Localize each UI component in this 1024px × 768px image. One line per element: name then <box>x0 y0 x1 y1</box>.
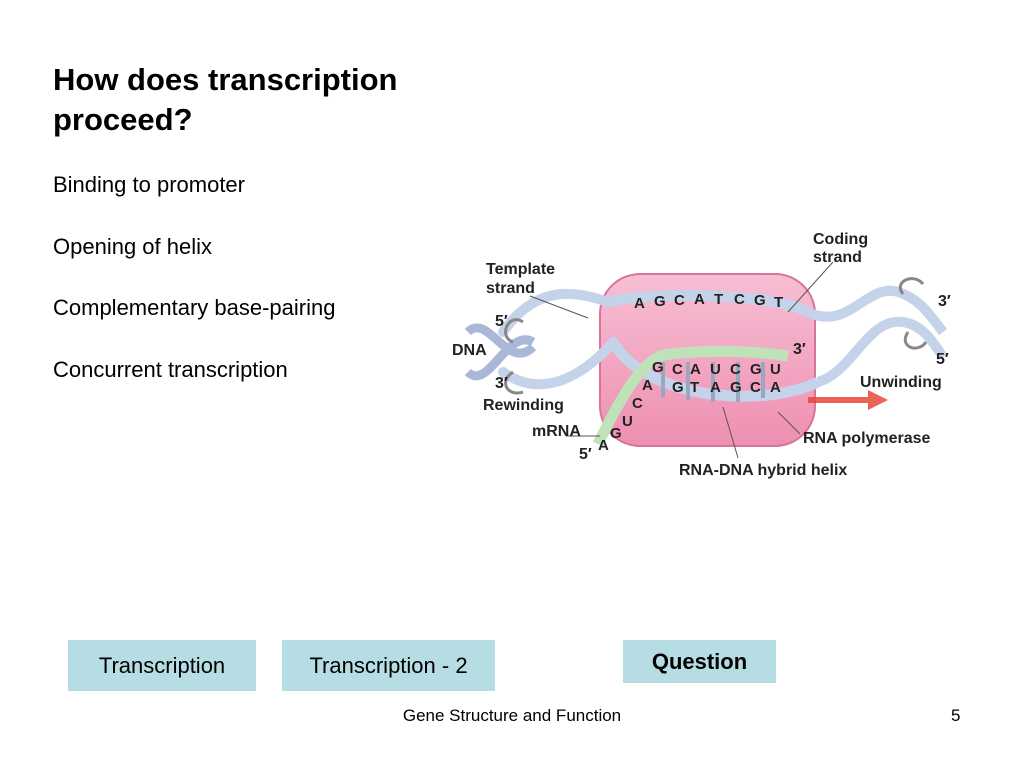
bullet-item: Opening of helix <box>53 233 212 259</box>
coding-base: C <box>674 292 685 309</box>
bullet-list: Binding to promoter Opening of helix Com… <box>53 170 335 416</box>
unwind-arrow-icon <box>899 277 928 350</box>
transcription-button[interactable]: Transcription <box>68 640 256 691</box>
rna-exit-base: U <box>622 413 633 430</box>
rewind-arrow-icon <box>504 318 524 395</box>
template-strand-label: Template <box>486 261 555 278</box>
dna-strand-left-bottom <box>498 337 618 390</box>
footer-title: Gene Structure and Function <box>402 706 622 725</box>
coding-strand-label: Coding <box>813 231 868 248</box>
template-strand-label: strand <box>486 280 535 297</box>
five-prime-label-mrna: 5′ <box>579 446 592 463</box>
question-button[interactable]: Question <box>623 640 776 683</box>
rewinding-label: Rewinding <box>483 397 564 414</box>
coding-base: A <box>694 291 705 308</box>
rna-polymerase-label: RNA polymerase <box>803 430 931 447</box>
coding-base: T <box>774 294 783 311</box>
unwinding-label: Unwinding <box>860 374 942 391</box>
five-prime-label-left: 5′ <box>495 313 508 330</box>
rna-base: C <box>730 361 741 378</box>
mrna-label: mRNA <box>532 423 581 440</box>
coding-base: G <box>654 293 666 310</box>
coding-base: G <box>754 292 766 309</box>
coding-base: T <box>714 291 723 308</box>
transcription-2-button[interactable]: Transcription - 2 <box>282 640 495 691</box>
rna-exit-base: A <box>598 437 609 454</box>
template-strand <box>608 338 821 402</box>
rna-exit-base: C <box>632 395 643 412</box>
rna-base: U <box>770 361 781 378</box>
coding-strand <box>606 289 811 318</box>
coding-strand-label: strand <box>813 249 862 266</box>
template-base: T <box>690 379 699 396</box>
dna-strand-left-end <box>464 323 537 358</box>
base-pair-rungs <box>661 362 765 402</box>
rna-exit-base: A <box>642 377 653 394</box>
three-prime-label-rna: 3′ <box>793 341 806 358</box>
rna-exit-base: G <box>610 425 622 442</box>
five-prime-label-right: 5′ <box>936 351 949 368</box>
coding-base: C <box>734 291 745 308</box>
dna-label: DNA <box>452 342 487 359</box>
bullet-item: Binding to promoter <box>53 172 245 197</box>
template-base: C <box>750 379 761 396</box>
hybrid-helix-label: RNA-DNA hybrid helix <box>679 462 847 479</box>
template-base: G <box>730 379 742 396</box>
dna-strand-left-end <box>464 335 536 381</box>
three-prime-label-right: 3′ <box>938 293 951 310</box>
coding-base: A <box>634 295 645 312</box>
rna-base: U <box>710 361 721 378</box>
dna-strand-left-top <box>498 288 613 337</box>
dna-strand-right-top <box>805 285 948 335</box>
transcription-diagram: A G C A T C G T C A U C G U G T A G C A … <box>452 231 951 479</box>
rna-exit-base: G <box>652 359 664 376</box>
slide-title: How does transcription proceed? <box>53 62 398 137</box>
rna-base: G <box>750 361 762 378</box>
three-prime-label-left: 3′ <box>495 375 508 392</box>
template-base: A <box>710 379 721 396</box>
bullet-item: Complementary base-pairing <box>53 295 336 320</box>
dna-strand-right-bottom <box>816 316 948 387</box>
page-number: 5 <box>951 706 961 725</box>
leader-lines <box>529 261 834 459</box>
template-base: G <box>672 379 684 396</box>
direction-arrow-icon <box>808 390 888 410</box>
template-base: A <box>770 379 781 396</box>
mrna-strand <box>593 345 789 447</box>
rna-base: A <box>690 361 701 378</box>
rna-base: C <box>672 361 683 378</box>
bullet-item: Concurrent transcription <box>53 356 288 382</box>
